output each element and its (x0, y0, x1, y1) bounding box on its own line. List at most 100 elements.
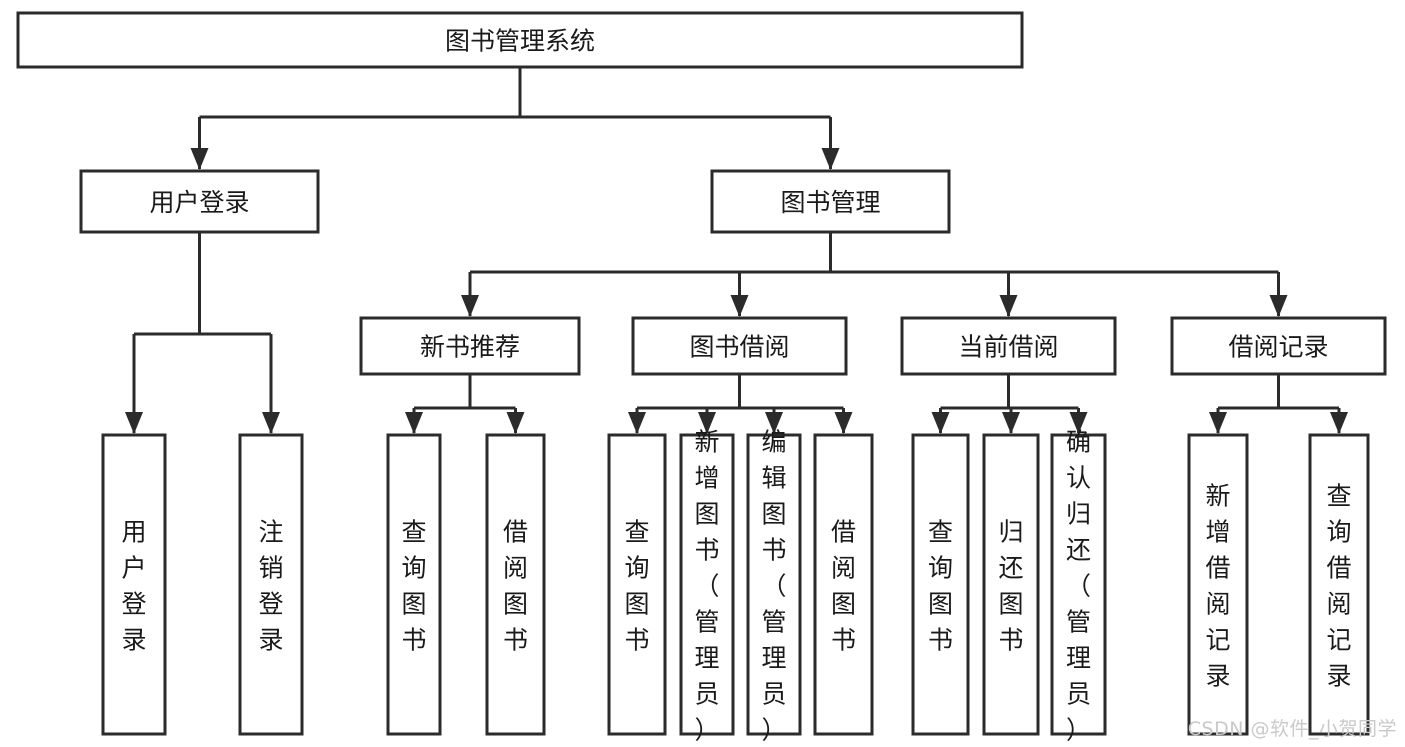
node-box-leaf-confirm-return (1050, 433, 1107, 736)
node-label-leaf-add-book-char-4: （ (694, 572, 719, 601)
node-book-borrow[interactable]: 图书借阅 (631, 316, 848, 376)
node-label-leaf-query-book-3-char-3: 书 (928, 626, 953, 655)
node-box-book-borrow (631, 316, 848, 376)
node-box-leaf-query-book-2 (607, 433, 667, 736)
node-box-new-book-rec (359, 316, 581, 376)
arrow-head-icon-ul-leaf-logout (262, 412, 280, 434)
arrow-head-icon-leaf-add-record (1209, 412, 1227, 434)
node-label-leaf-confirm-return-char-2: 归 (1066, 500, 1091, 529)
arrow-head-icon-leaf-add-book (698, 412, 716, 434)
node-label-leaf-confirm-return-char-3: 还 (1066, 536, 1091, 565)
node-box-root (16, 11, 1024, 69)
node-label-borrow-record: 借阅记录 (1228, 333, 1328, 362)
node-label-leaf-edit-book-char-4: （ (761, 572, 786, 601)
node-box-leaf-user-login (101, 433, 167, 736)
node-label-leaf-add-record-char-3: 阅 (1205, 590, 1230, 619)
node-label-leaf-borrow-book-2-char-1: 阅 (831, 554, 856, 583)
node-label-leaf-edit-book-char-8: ） (761, 716, 786, 745)
node-label-leaf-add-record-char-2: 借 (1205, 554, 1230, 583)
node-label-leaf-user-login-char-3: 录 (121, 626, 146, 655)
node-label-leaf-edit-book-char-0: 编 (761, 428, 786, 457)
arrow-head-icon-leaf-edit-book (765, 412, 783, 434)
node-label-leaf-edit-book-char-2: 图 (761, 500, 786, 529)
node-label-leaf-query-book-1-char-1: 询 (401, 554, 426, 583)
node-label-leaf-return-book-char-1: 还 (998, 554, 1023, 583)
node-label-leaf-query-book-2-char-0: 查 (624, 518, 649, 547)
node-label-new-book-rec: 新书推荐 (420, 333, 520, 362)
node-label-leaf-query-book-3-char-1: 询 (928, 554, 953, 583)
node-label-leaf-borrow-book-1-char-1: 阅 (503, 554, 528, 583)
node-box-leaf-edit-book (746, 433, 802, 736)
node-root[interactable]: 图书管理系统 (16, 11, 1024, 69)
node-label-leaf-add-book-char-3: 书 (694, 536, 719, 565)
node-label-leaf-query-record-char-3: 阅 (1326, 590, 1351, 619)
node-label-leaf-add-book-char-7: 员 (694, 680, 719, 709)
node-leaf-user-login[interactable]: 用户登录 (101, 433, 167, 736)
node-label-leaf-query-book-2-char-3: 书 (624, 626, 649, 655)
node-label-leaf-confirm-return-char-5: 管 (1066, 608, 1091, 637)
node-label-user-login: 用户登录 (149, 188, 249, 217)
node-box-leaf-add-book (679, 433, 735, 736)
node-box-borrow-record (1170, 316, 1387, 376)
arrow-head-icon-bm-borrow-record (1269, 295, 1288, 317)
node-label-leaf-query-record-char-2: 借 (1326, 554, 1351, 583)
node-book-manage[interactable]: 图书管理 (710, 169, 951, 234)
arrow-head-icon-leaf-borrow-book-2 (834, 412, 853, 434)
connector-lines (125, 67, 1348, 434)
node-label-leaf-confirm-return-char-0: 确 (1066, 428, 1091, 457)
node-label-leaf-edit-book-char-3: 书 (761, 536, 786, 565)
arrow-head-icon-root-book-manage (821, 148, 840, 170)
node-label-leaf-add-record-char-1: 增 (1205, 518, 1230, 547)
node-box-leaf-query-book-1 (386, 433, 442, 736)
node-box-leaf-borrow-book-2 (813, 433, 874, 736)
node-label-leaf-borrow-book-2-char-0: 借 (831, 518, 856, 547)
node-box-book-manage (710, 169, 951, 234)
node-label-leaf-confirm-return-char-8: ） (1066, 716, 1091, 745)
node-borrow-record[interactable]: 借阅记录 (1170, 316, 1387, 376)
node-box-leaf-return-book (982, 433, 1040, 736)
node-label-leaf-logout-char-3: 录 (258, 626, 283, 655)
node-box-leaf-logout (238, 433, 304, 736)
node-label-leaf-query-book-1-char-2: 图 (401, 590, 426, 619)
node-label-current-borrow: 当前借阅 (958, 333, 1058, 362)
node-box-leaf-add-record (1187, 433, 1249, 736)
node-label-leaf-user-login-char-2: 登 (121, 590, 146, 619)
node-user-login[interactable]: 用户登录 (79, 169, 320, 234)
node-new-book-rec[interactable]: 新书推荐 (359, 316, 581, 376)
node-label-leaf-return-book-char-3: 书 (998, 626, 1023, 655)
node-current-borrow[interactable]: 当前借阅 (900, 316, 1117, 376)
node-label-leaf-add-book-char-2: 图 (694, 500, 719, 529)
node-label-leaf-query-book-1-char-0: 查 (401, 518, 426, 547)
node-label-leaf-confirm-return-char-4: （ (1066, 572, 1091, 601)
node-label-leaf-logout-char-1: 销 (258, 554, 283, 583)
node-label-leaf-borrow-book-1-char-0: 借 (503, 518, 528, 547)
node-label-leaf-edit-book-char-5: 管 (761, 608, 786, 637)
node-boxes: 图书管理系统用户登录图书管理新书推荐图书借阅当前借阅借阅记录用户登录注销登录查询… (16, 11, 1387, 745)
node-box-leaf-query-book-3 (911, 433, 970, 736)
node-label-leaf-add-record-char-0: 新 (1205, 482, 1230, 511)
node-label-leaf-add-book-char-6: 理 (694, 644, 719, 673)
arrow-head-icon-leaf-borrow-book-1 (506, 412, 525, 434)
arrow-head-icon-root-user-login (190, 148, 209, 170)
node-label-leaf-add-book-char-5: 管 (694, 608, 719, 637)
arrow-head-icon-leaf-query-book-1 (405, 412, 423, 434)
node-label-leaf-edit-book-char-6: 理 (761, 644, 786, 673)
node-label-leaf-query-record-char-0: 查 (1326, 482, 1351, 511)
node-label-leaf-user-login-char-1: 户 (121, 554, 146, 583)
arrow-head-icon-leaf-confirm-return (1069, 412, 1088, 434)
node-label-leaf-logout-char-0: 注 (258, 518, 283, 547)
